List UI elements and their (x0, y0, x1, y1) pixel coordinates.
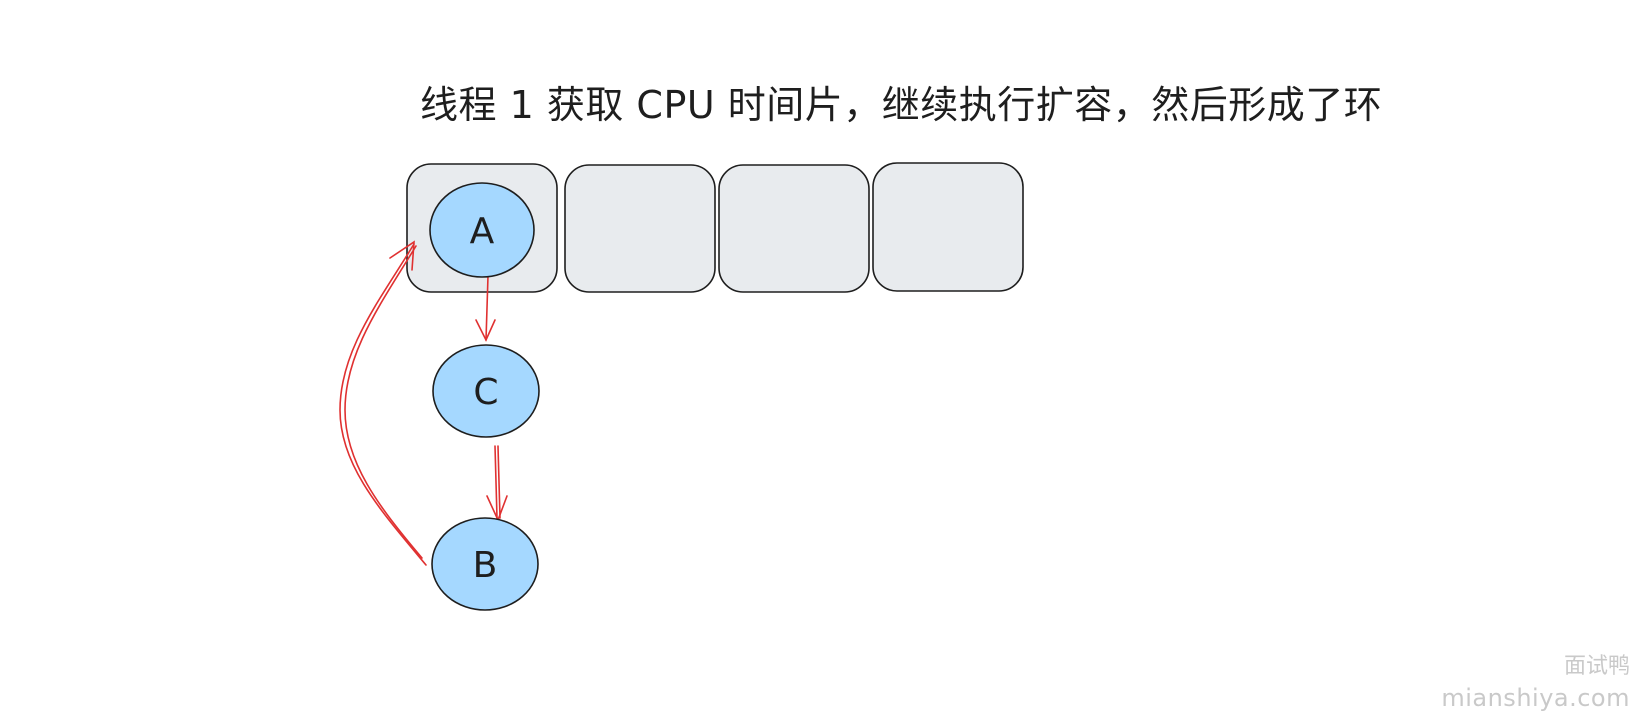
node-b: B (431, 517, 539, 611)
arrows (339, 240, 508, 566)
arrow-c-to-b (486, 445, 508, 523)
arrow-a-to-c (475, 275, 496, 342)
node-b-label: B (473, 545, 498, 586)
node-a: A (429, 182, 535, 278)
diagram-title: 线程 1 获取 CPU 时间片，继续执行扩容，然后形成了环 (420, 83, 1383, 127)
node-c-circle (432, 344, 540, 438)
bucket-3 (872, 162, 1024, 292)
node-c-label: C (473, 372, 498, 413)
watermark-en: mianshiya.com (1441, 684, 1630, 712)
node-b-circle (431, 517, 539, 611)
node-a-label: A (470, 211, 495, 252)
arrow-b-to-a (339, 240, 427, 566)
bucket-2 (718, 164, 870, 293)
node-a-circle (429, 182, 535, 278)
watermark-cn: 面试鸭 (1563, 654, 1630, 679)
node-c: C (432, 344, 540, 438)
bucket-1 (564, 164, 716, 293)
